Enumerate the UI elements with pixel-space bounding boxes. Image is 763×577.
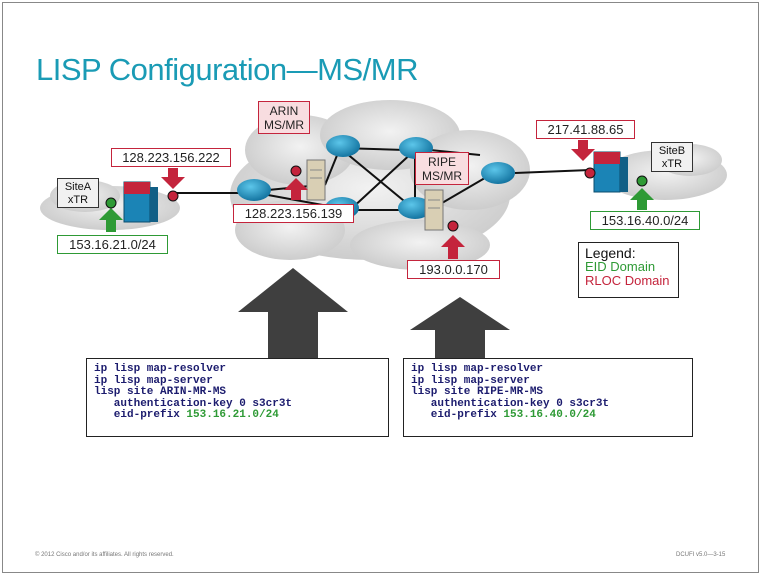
arin-config-arrow (238, 268, 348, 358)
arin-label-line1: ARIN (269, 104, 299, 118)
siteB-label-line1: SiteB (658, 145, 686, 157)
ripe-config-line: eid-prefix 153.16.40.0/24 (411, 409, 685, 422)
siteB-label-line2: xTR (661, 158, 683, 170)
legend-eid-domain: EID Domain (585, 259, 656, 274)
legend-rloc-domain: RLOC Domain (585, 273, 670, 288)
ripe-label-line2: MS/MR (422, 169, 462, 183)
siteB-rloc-arrow (571, 140, 596, 179)
footer-copyright: © 2012 Cisco and/or its affiliates. All … (35, 552, 174, 558)
siteA-rloc-address: 128.223.156.222 (111, 148, 231, 167)
arin-config-line: authentication-key 0 s3cr3t (94, 397, 293, 410)
siteB-xtr-icon (593, 151, 628, 193)
ripe-rloc-address: 193.0.0.170 (407, 260, 500, 279)
arin-server-icon (306, 159, 326, 201)
router-core-left (237, 179, 271, 201)
arin-config-line: eid-prefix 153.16.21.0/24 (94, 409, 381, 422)
arin-ms-mr-label: ARIN MS/MR (258, 101, 310, 134)
siteA-eid-prefix: 153.16.21.0/24 (57, 235, 168, 254)
siteB-xtr-label: SiteB xTR (651, 142, 693, 172)
ripe-config-line: lisp site RIPE-MR-MS (411, 386, 544, 398)
siteA-xtr-icon (123, 181, 158, 223)
arin-config-line: ip lisp map-resolver (94, 363, 227, 375)
siteA-xtr-label: SiteA xTR (57, 178, 99, 208)
ripe-config-arrow (410, 297, 510, 358)
slide-title: LISP Configuration—MS/MR (36, 52, 418, 87)
router-core-edge (481, 162, 515, 184)
arin-label-line2: MS/MR (264, 118, 304, 132)
arin-eid-value: 153.16.21.0/24 (186, 409, 279, 421)
siteA-eid-arrow (99, 197, 123, 232)
siteA-label-line2: xTR (67, 194, 89, 206)
arin-config-line: lisp site ARIN-MR-MS (94, 386, 227, 398)
ripe-config-line: ip lisp map-resolver (411, 363, 544, 375)
ripe-ms-mr-label: RIPE MS/MR (415, 152, 469, 185)
ripe-server-icon (424, 189, 444, 231)
siteA-rloc-arrow (161, 168, 185, 202)
ripe-eid-value: 153.16.40.0/24 (503, 409, 596, 421)
legend: Legend: EID Domain RLOC Domain (578, 242, 679, 298)
ripe-eid-keyword: eid-prefix (411, 409, 504, 421)
arin-rloc-arrow (284, 165, 308, 200)
ripe-config-line: ip lisp map-server (411, 374, 530, 387)
arin-config-line: ip lisp map-server (94, 374, 213, 387)
ripe-label-line1: RIPE (427, 155, 456, 169)
router-core-top (326, 135, 360, 157)
legend-title: Legend: (585, 245, 636, 261)
siteB-eid-arrow (630, 175, 654, 210)
siteB-eid-prefix: 153.16.40.0/24 (590, 211, 700, 230)
arin-rloc-address: 128.223.156.139 (233, 204, 354, 223)
siteA-label-line1: SiteA (64, 181, 92, 193)
footer-course-code: DCUFI v5.0—3-15 (676, 552, 726, 558)
ripe-config-line: authentication-key 0 s3cr3t (411, 397, 610, 410)
router-core-bottom-right (398, 197, 432, 219)
arin-eid-keyword: eid-prefix (94, 409, 187, 421)
siteB-rloc-address: 217.41.88.65 (536, 120, 635, 139)
ripe-rloc-arrow (441, 220, 465, 259)
